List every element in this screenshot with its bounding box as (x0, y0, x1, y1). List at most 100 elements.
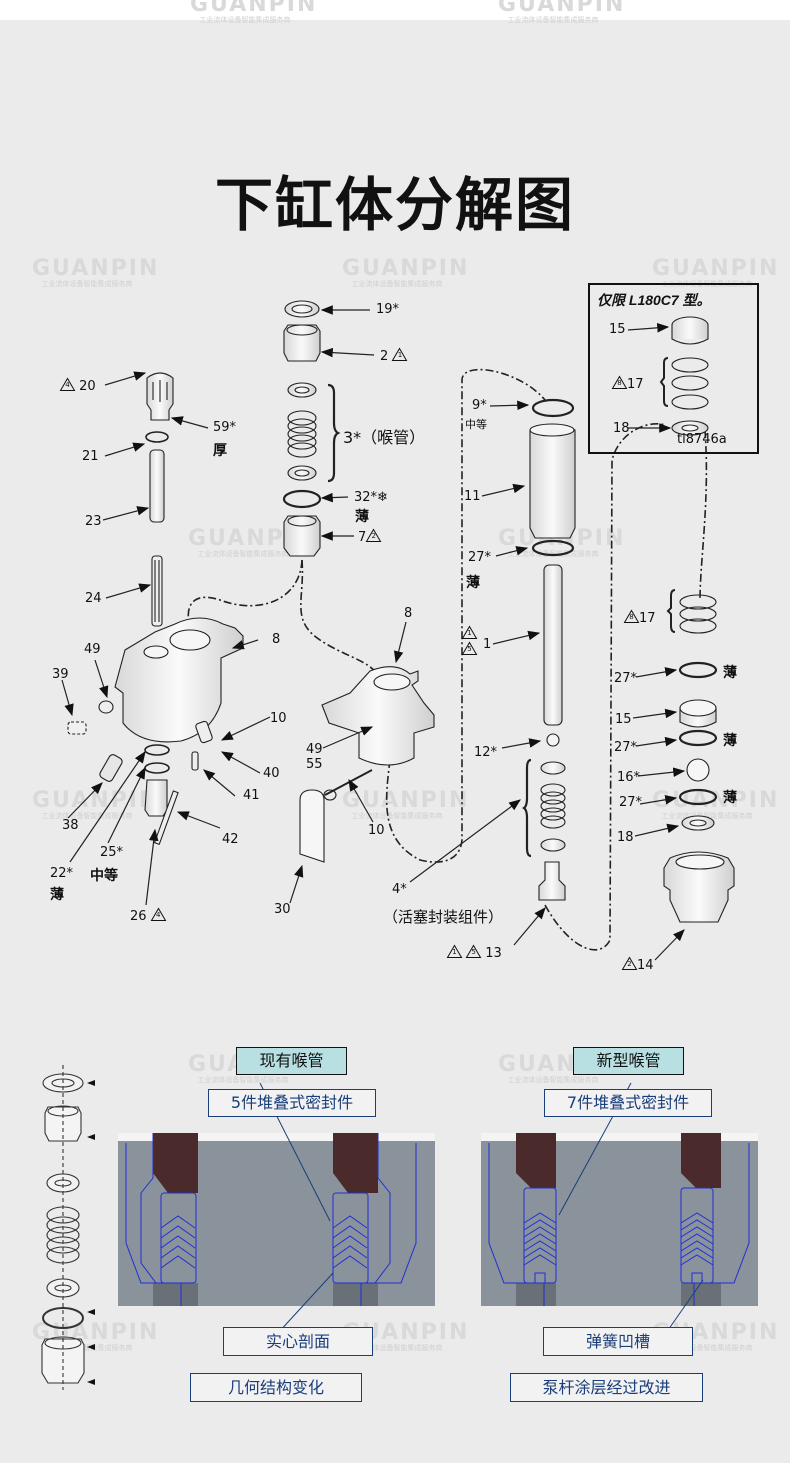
warning-triangle-icon: 4 (59, 377, 76, 391)
label-27-c: 27* (614, 740, 638, 755)
label-15-right: 15 (615, 712, 632, 727)
warning-triangle-icon: 1 (446, 944, 463, 958)
label-32: 32*❄ (354, 490, 388, 505)
label-10-centre: 10 (368, 823, 385, 838)
top-strip (0, 0, 790, 20)
part-14-housing (663, 851, 735, 923)
warning-triangle-icon: 8 (611, 375, 628, 389)
label-12: 12* (474, 745, 498, 760)
new-throat-section (481, 1082, 758, 1334)
label-22-note: 薄 (50, 887, 64, 903)
warning-triangle-icon: 2 (365, 528, 382, 542)
part-7-nut (283, 515, 321, 557)
part-9-o-ring (531, 398, 575, 418)
warning-triangle-icon: 2 (621, 956, 638, 970)
label-40: 40 (263, 766, 280, 781)
part-27-o-ring (678, 729, 718, 747)
label-59-note: 厚 (213, 443, 227, 459)
label-49-left: 49 (84, 642, 101, 657)
exploded-diagram (61, 300, 735, 961)
part-8-clamp (321, 666, 435, 766)
label-49-centre: 49 (306, 742, 323, 757)
warning-triangle-icon: 1 (392, 347, 408, 361)
new-throat-callout: 7件堆叠式密封件 (544, 1089, 712, 1117)
label-4: 4* (392, 882, 407, 897)
label-19: 19* (376, 302, 400, 317)
label-41: 41 (243, 788, 260, 803)
part-10-pin (324, 769, 373, 796)
label-13: 1 5 13 (446, 944, 502, 961)
part-19-washer (284, 300, 320, 318)
label-21: 21 (82, 449, 99, 464)
label-20: 4 20 (59, 377, 96, 394)
inset-drawing-code: ti8746a (677, 432, 727, 447)
label-55: 55 (306, 757, 323, 772)
label-10-left: 10 (270, 711, 287, 726)
label-27-upper-note: 薄 (466, 575, 480, 591)
label-18-right: 18 (617, 830, 634, 845)
assembly-path (187, 368, 708, 951)
label-30: 30 (274, 902, 291, 917)
old-throat-section (118, 1082, 435, 1334)
part-41-pin (191, 751, 199, 771)
label-27-b-note: 薄 (723, 665, 737, 681)
part-4-piston-packing (540, 761, 566, 852)
part-21-o-ring (145, 431, 169, 443)
part-42-pin (153, 790, 179, 846)
new-throat-title: 新型喉管 (573, 1047, 684, 1075)
label-42: 42 (222, 832, 239, 847)
label-59: 59* (213, 420, 237, 435)
part-32-o-ring (282, 489, 322, 509)
label-9-note: 中等 (465, 418, 487, 431)
part-11-cylinder (529, 424, 576, 539)
label-27-d: 27* (619, 795, 643, 810)
label-38: 38 (62, 818, 79, 833)
label-4-note: （活塞封装组件） (383, 908, 504, 926)
warning-triangle-icon: 1 (461, 625, 478, 639)
label-1-number: 1 (483, 637, 492, 652)
old-throat-detail: 实心剖面 (223, 1327, 373, 1356)
label-32-note: 薄 (355, 509, 369, 525)
label-39: 39 (52, 667, 69, 682)
part-27-o-ring (678, 788, 718, 806)
part-27-o-ring (531, 539, 575, 557)
old-stacked-seals (160, 1215, 368, 1269)
inset-label-18: 18 (613, 421, 630, 436)
old-throat-title: 现有喉管 (236, 1047, 347, 1075)
part-1-rod (543, 564, 563, 726)
warning-triangle-icon: 4 (150, 907, 167, 921)
old-throat-summary: 几何结构变化 (190, 1373, 362, 1402)
label-2: 2 1 (380, 347, 408, 364)
label-27-d-note: 薄 (723, 790, 737, 806)
label-26: 26 4 (130, 907, 167, 924)
inset-label-15: 15 (609, 322, 626, 337)
part-17-rings (679, 594, 717, 634)
warning-triangle-icon: 5 (465, 944, 482, 958)
part-13-valve (538, 861, 566, 901)
part-24-pin (151, 555, 163, 627)
part-25-o-ring (144, 762, 170, 774)
throat-mini-stack (41, 1065, 95, 1390)
label-24: 24 (85, 591, 102, 606)
part-22-o-ring (144, 744, 170, 756)
label-27-upper: 27* (468, 550, 492, 565)
part-27-o-ring (678, 661, 718, 679)
part-18-seat (681, 815, 715, 831)
label-16: 16* (617, 770, 641, 785)
part-12-ball (546, 733, 560, 747)
label-9: 9* (472, 398, 487, 413)
label-8-centre: 8 (404, 606, 413, 621)
label-23: 23 (85, 514, 102, 529)
page-title: 下缸体分解图 (214, 171, 575, 239)
part-30-tag (299, 789, 325, 863)
part-2-gland (283, 324, 321, 362)
part-38-fitting (99, 754, 123, 782)
label-8-left: 8 (272, 632, 281, 647)
new-stacked-seals (523, 1212, 714, 1266)
label-11: 11 (464, 489, 481, 504)
